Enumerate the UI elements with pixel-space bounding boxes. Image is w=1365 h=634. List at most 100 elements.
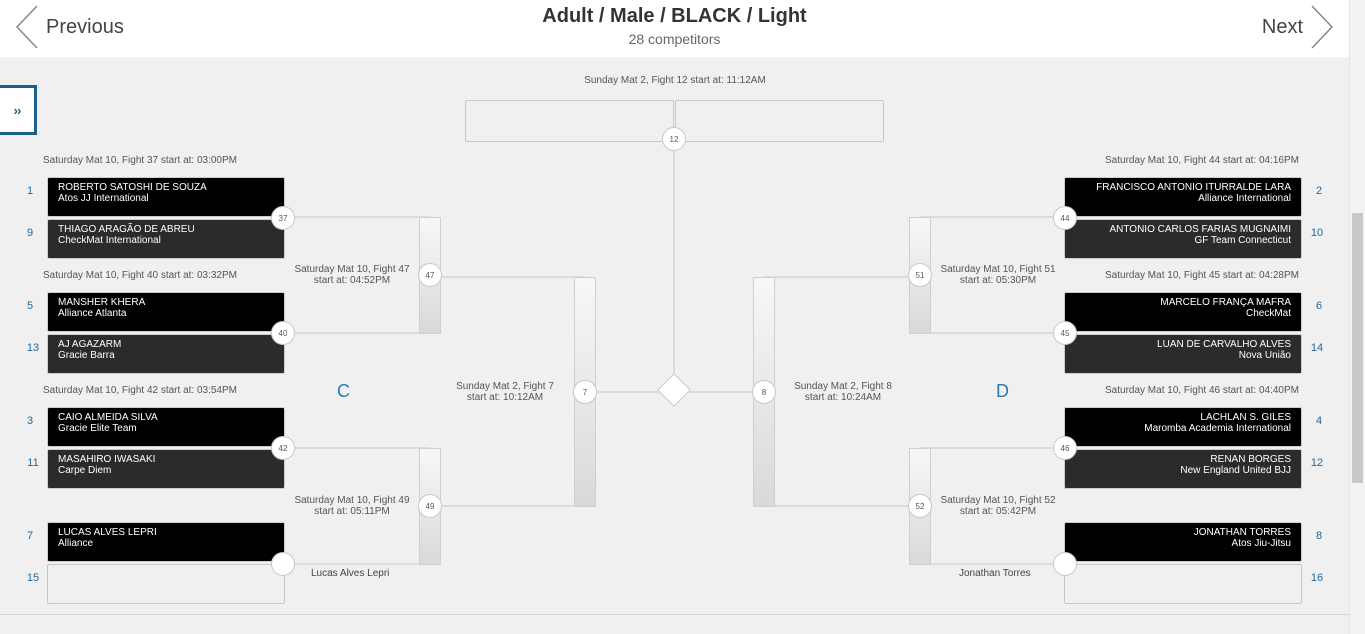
region-label-left: C: [337, 381, 350, 401]
competitor-card[interactable]: FRANCISCO ANTONIO ITURRALDE LARA Allianc…: [1064, 177, 1302, 217]
fight-number-badge: 8: [752, 380, 776, 404]
competitor-card[interactable]: ANTONIO CARLOS FARIAS MUGNAIMI GF Team C…: [1064, 219, 1302, 259]
match-info: Saturday Mat 10, Fight 42 start at: 03:5…: [43, 385, 237, 396]
header: Previous Adult / Male / BLACK / Light 28…: [0, 0, 1349, 57]
competitor-name: JONATHAN TORRES: [1193, 527, 1291, 538]
sidebar-toggle-button[interactable]: ››: [0, 85, 37, 135]
seed-number: 1: [26, 185, 34, 197]
competitor-team: Atos JJ International: [58, 193, 149, 204]
previous-button[interactable]: Previous: [14, 4, 124, 50]
competitor-team: Alliance: [58, 538, 94, 549]
seed-number: 15: [26, 572, 40, 584]
fight-number-badge: 51: [908, 263, 932, 287]
competitor-name: CAIO ALMEIDA SILVA: [58, 412, 158, 423]
fight-time-line: start at: 05:11PM: [314, 506, 390, 517]
fight-number-badge: 12: [662, 127, 686, 151]
competitor-card[interactable]: CAIO ALMEIDA SILVA Gracie Elite Team: [47, 407, 285, 447]
fight-info-line: Saturday Mat 10, Fight 49: [294, 495, 410, 506]
fight-time-line: start at: 10:24AM: [804, 392, 882, 403]
seed-number: 5: [26, 300, 34, 312]
competitor-team: CheckMat International: [58, 235, 161, 246]
match-info: Saturday Mat 10, Fight 40 start at: 03:3…: [43, 270, 237, 281]
seed-number: 6: [1315, 300, 1323, 312]
final-slot-left[interactable]: [465, 100, 674, 142]
next-label: Next: [1261, 15, 1303, 38]
competitor-name: MARCELO FRANÇA MAFRA: [1160, 297, 1291, 308]
quarterfinal-info: Saturday Mat 10, Fight 52 start at: 05:4…: [932, 495, 1064, 517]
semifinal-info-left: Sunday Mat 2, Fight 7 start at: 10:12AM: [440, 381, 570, 403]
seed-number: 4: [1315, 415, 1323, 427]
seed-number: 16: [1310, 572, 1324, 584]
competitor-name: ANTONIO CARLOS FARIAS MUGNAIMI: [1109, 224, 1291, 235]
competitor-count: 28 competitors: [628, 31, 721, 47]
competitor-card[interactable]: ROBERTO SATOSHI DE SOUZA Atos JJ Interna…: [47, 177, 285, 217]
competitor-card[interactable]: MARCELO FRANÇA MAFRA CheckMat: [1064, 292, 1302, 332]
competitor-team: Maromba Academia International: [1144, 423, 1291, 434]
fight-info-line: Sunday Mat 2, Fight 8: [794, 381, 892, 392]
competitor-team: Atos Jiu-Jitsu: [1231, 538, 1291, 549]
empty-competitor-slot: [47, 564, 285, 604]
competitor-name: AJ AGAZARM: [58, 339, 122, 350]
competitor-card[interactable]: JONATHAN TORRES Atos Jiu-Jitsu: [1064, 522, 1302, 562]
fight-number-badge: 44: [1053, 206, 1077, 230]
semifinal-info-right: Sunday Mat 2, Fight 8 start at: 10:24AM: [778, 381, 908, 403]
competitor-team: Nova União: [1238, 350, 1291, 361]
fight-number-badge: 42: [271, 436, 295, 460]
competitor-card[interactable]: MASAHIRO IWASAKI Carpe Diem: [47, 449, 285, 489]
region-label-right: D: [996, 381, 1009, 401]
fight-time-line: start at: 10:12AM: [466, 392, 544, 403]
chevron-right-icon: [1311, 5, 1334, 49]
fight-time-line: start at: 05:30PM: [959, 275, 1037, 286]
competitor-name: LACHLAN S. GILES: [1200, 412, 1291, 423]
seed-number: 9: [26, 227, 34, 239]
competitor-name: MANSHER KHERA: [58, 297, 146, 308]
competitor-card[interactable]: MANSHER KHERA Alliance Atlanta: [47, 292, 285, 332]
competitor-team: Alliance Atlanta: [58, 308, 127, 319]
quarterfinal-info: Saturday Mat 10, Fight 51 start at: 05:3…: [932, 264, 1064, 286]
competitor-team: CheckMat: [1245, 308, 1291, 319]
seed-number: 8: [1315, 530, 1323, 542]
fight-number-badge: 37: [271, 206, 295, 230]
competitor-card[interactable]: LUCAS ALVES LEPRI Alliance: [47, 522, 285, 562]
competitor-name: RENAN BORGES: [1210, 454, 1291, 465]
bye-badge: [1053, 552, 1077, 576]
match-info: Saturday Mat 10, Fight 44 start at: 04:1…: [1105, 155, 1299, 166]
seed-number: 10: [1310, 227, 1324, 239]
competitor-name: MASAHIRO IWASAKI: [58, 454, 156, 465]
fight-number-badge: 49: [418, 494, 442, 518]
competitor-name: LUAN DE CARVALHO ALVES: [1157, 339, 1291, 350]
competitor-card[interactable]: RENAN BORGES New England United BJJ: [1064, 449, 1302, 489]
fight-number-badge: 47: [418, 263, 442, 287]
next-button[interactable]: Next: [1262, 4, 1335, 50]
scrollbar-thumb[interactable]: [1352, 213, 1363, 483]
bye-badge: [271, 552, 295, 576]
seed-number: 13: [26, 342, 40, 354]
empty-competitor-slot: [1064, 564, 1302, 604]
fight-number-badge: 7: [573, 380, 597, 404]
seed-number: 12: [1310, 457, 1324, 469]
fight-number-badge: 40: [271, 321, 295, 345]
advancing-competitor: Lucas Alves Lepri: [311, 568, 390, 579]
fight-time-line: start at: 05:42PM: [959, 506, 1037, 517]
fight-info-line: Saturday Mat 10, Fight 52: [940, 495, 1056, 506]
competitor-card[interactable]: AJ AGAZARM Gracie Barra: [47, 334, 285, 374]
competitor-card[interactable]: LACHLAN S. GILES Maromba Academia Intern…: [1064, 407, 1302, 447]
match-info: Saturday Mat 10, Fight 45 start at: 04:2…: [1105, 270, 1299, 281]
fight-number-badge: 45: [1053, 321, 1077, 345]
competitor-card[interactable]: THIAGO ARAGÃO DE ABREU CheckMat Internat…: [47, 219, 285, 259]
final-slot-right[interactable]: [675, 100, 884, 142]
competitor-team: GF Team Connecticut: [1194, 235, 1291, 246]
final-fight-info: Sunday Mat 2, Fight 12 start at: 11:12AM: [584, 75, 766, 86]
seed-number: 11: [27, 457, 39, 469]
match-info: Saturday Mat 10, Fight 46 start at: 04:4…: [1105, 385, 1299, 396]
competitor-name: THIAGO ARAGÃO DE ABREU: [58, 224, 195, 235]
competitor-team: New England United BJJ: [1180, 465, 1291, 476]
previous-label: Previous: [46, 15, 124, 38]
competitor-card[interactable]: LUAN DE CARVALHO ALVES Nova União: [1064, 334, 1302, 374]
competitor-name: ROBERTO SATOSHI DE SOUZA: [58, 182, 207, 193]
advancing-competitor: Jonathan Torres: [959, 568, 1031, 579]
fight-info-line: Sunday Mat 2, Fight 7: [456, 381, 554, 392]
competitor-team: Alliance International: [1198, 193, 1291, 204]
page-title: Adult / Male / BLACK / Light: [542, 5, 807, 27]
footer-divider: [0, 614, 1349, 615]
